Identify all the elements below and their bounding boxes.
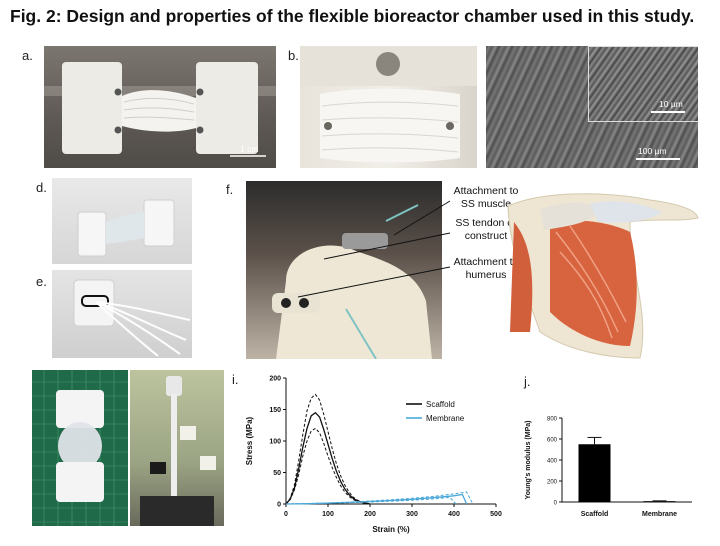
panel-f-leader-lines bbox=[297, 200, 451, 298]
panel-b-drawing bbox=[300, 46, 477, 163]
panel-c-main-scale-text: 100 µm bbox=[638, 146, 667, 156]
x-tick-label: 500 bbox=[490, 511, 502, 518]
bar-membrane bbox=[643, 501, 676, 502]
series-line-membrane-5 bbox=[285, 496, 457, 505]
y-tick-label: 400 bbox=[547, 459, 558, 465]
y-tick-label: 200 bbox=[547, 480, 558, 486]
series-line-membrane-4 bbox=[285, 491, 474, 505]
panel-f-label: f. bbox=[226, 182, 234, 197]
panel-c-inset: 10 µm bbox=[588, 46, 698, 122]
panel-b-label: b. bbox=[288, 48, 299, 63]
panel-a-drawing bbox=[44, 62, 276, 157]
panel-g-photo bbox=[32, 370, 128, 526]
series-line-membrane-3 bbox=[285, 493, 468, 505]
x-tick-label: 100 bbox=[322, 511, 334, 518]
annotation-ss-tendon: SS tendon or construct bbox=[455, 217, 517, 242]
y-tick-label: 200 bbox=[269, 376, 281, 383]
annotation-humerus: Attachment to humerus bbox=[453, 256, 519, 281]
x-tick-label: 300 bbox=[406, 511, 418, 518]
y-tick-label: 0 bbox=[277, 502, 281, 509]
panel-b-photo bbox=[300, 46, 477, 168]
x-tick-label: 0 bbox=[284, 511, 288, 518]
panel-j-label: j. bbox=[524, 374, 531, 389]
panel-a-photo: 1 cm bbox=[44, 46, 276, 168]
y-tick-label: 800 bbox=[547, 417, 558, 423]
series-line-scaffold-1 bbox=[285, 393, 371, 505]
bar-scaffold bbox=[578, 444, 611, 502]
y-tick-label: 150 bbox=[269, 407, 281, 414]
panel-a-label: a. bbox=[22, 48, 33, 63]
x-tick-label: 200 bbox=[364, 511, 376, 518]
x-tick-label: 400 bbox=[448, 511, 460, 518]
panel-d-photo bbox=[52, 178, 192, 264]
panel-i-label: i. bbox=[232, 372, 239, 387]
panel-e-photo bbox=[52, 270, 192, 358]
panel-c-inset-scale-text: 10 µm bbox=[659, 99, 683, 109]
series-line-scaffold-0 bbox=[285, 411, 371, 505]
panel-h-photo bbox=[130, 370, 224, 526]
panel-f-drawing bbox=[272, 204, 432, 359]
panel-e-drawing bbox=[73, 279, 191, 357]
panel-f-photo bbox=[246, 181, 442, 359]
shoulder-anatomy-illustration bbox=[507, 193, 699, 359]
y-tick-label: 50 bbox=[273, 470, 281, 477]
y-axis-label: Young's modulus (MPa) bbox=[525, 421, 532, 500]
x-axis-label: Strain (%) bbox=[372, 525, 410, 534]
legend-label-scaffold: Scaffold bbox=[426, 400, 455, 409]
figure-title: Fig. 2: Design and properties of the fle… bbox=[10, 6, 695, 26]
panel-e-label: e. bbox=[36, 274, 47, 289]
y-axis-label: Stress (MPa) bbox=[245, 416, 254, 465]
panel-a-scale-bar-text: 1 cm bbox=[240, 144, 259, 154]
category-label-membrane: Membrane bbox=[642, 511, 677, 518]
y-tick-label: 100 bbox=[269, 439, 281, 446]
panel-d-label: d. bbox=[36, 180, 47, 195]
category-label-scaffold: Scaffold bbox=[581, 511, 609, 518]
legend-label-membrane: Membrane bbox=[426, 414, 465, 423]
panel-g-drawing bbox=[32, 370, 128, 526]
panel-d-drawing bbox=[77, 199, 175, 257]
panel-h-drawing bbox=[140, 376, 216, 526]
y-tick-label: 600 bbox=[547, 438, 558, 444]
y-tick-label: 0 bbox=[554, 501, 558, 507]
annotation-ss-muscle: Attachment to SS muscle bbox=[453, 185, 519, 210]
panel-c-sem-image: 10 µm 100 µm bbox=[486, 46, 698, 168]
